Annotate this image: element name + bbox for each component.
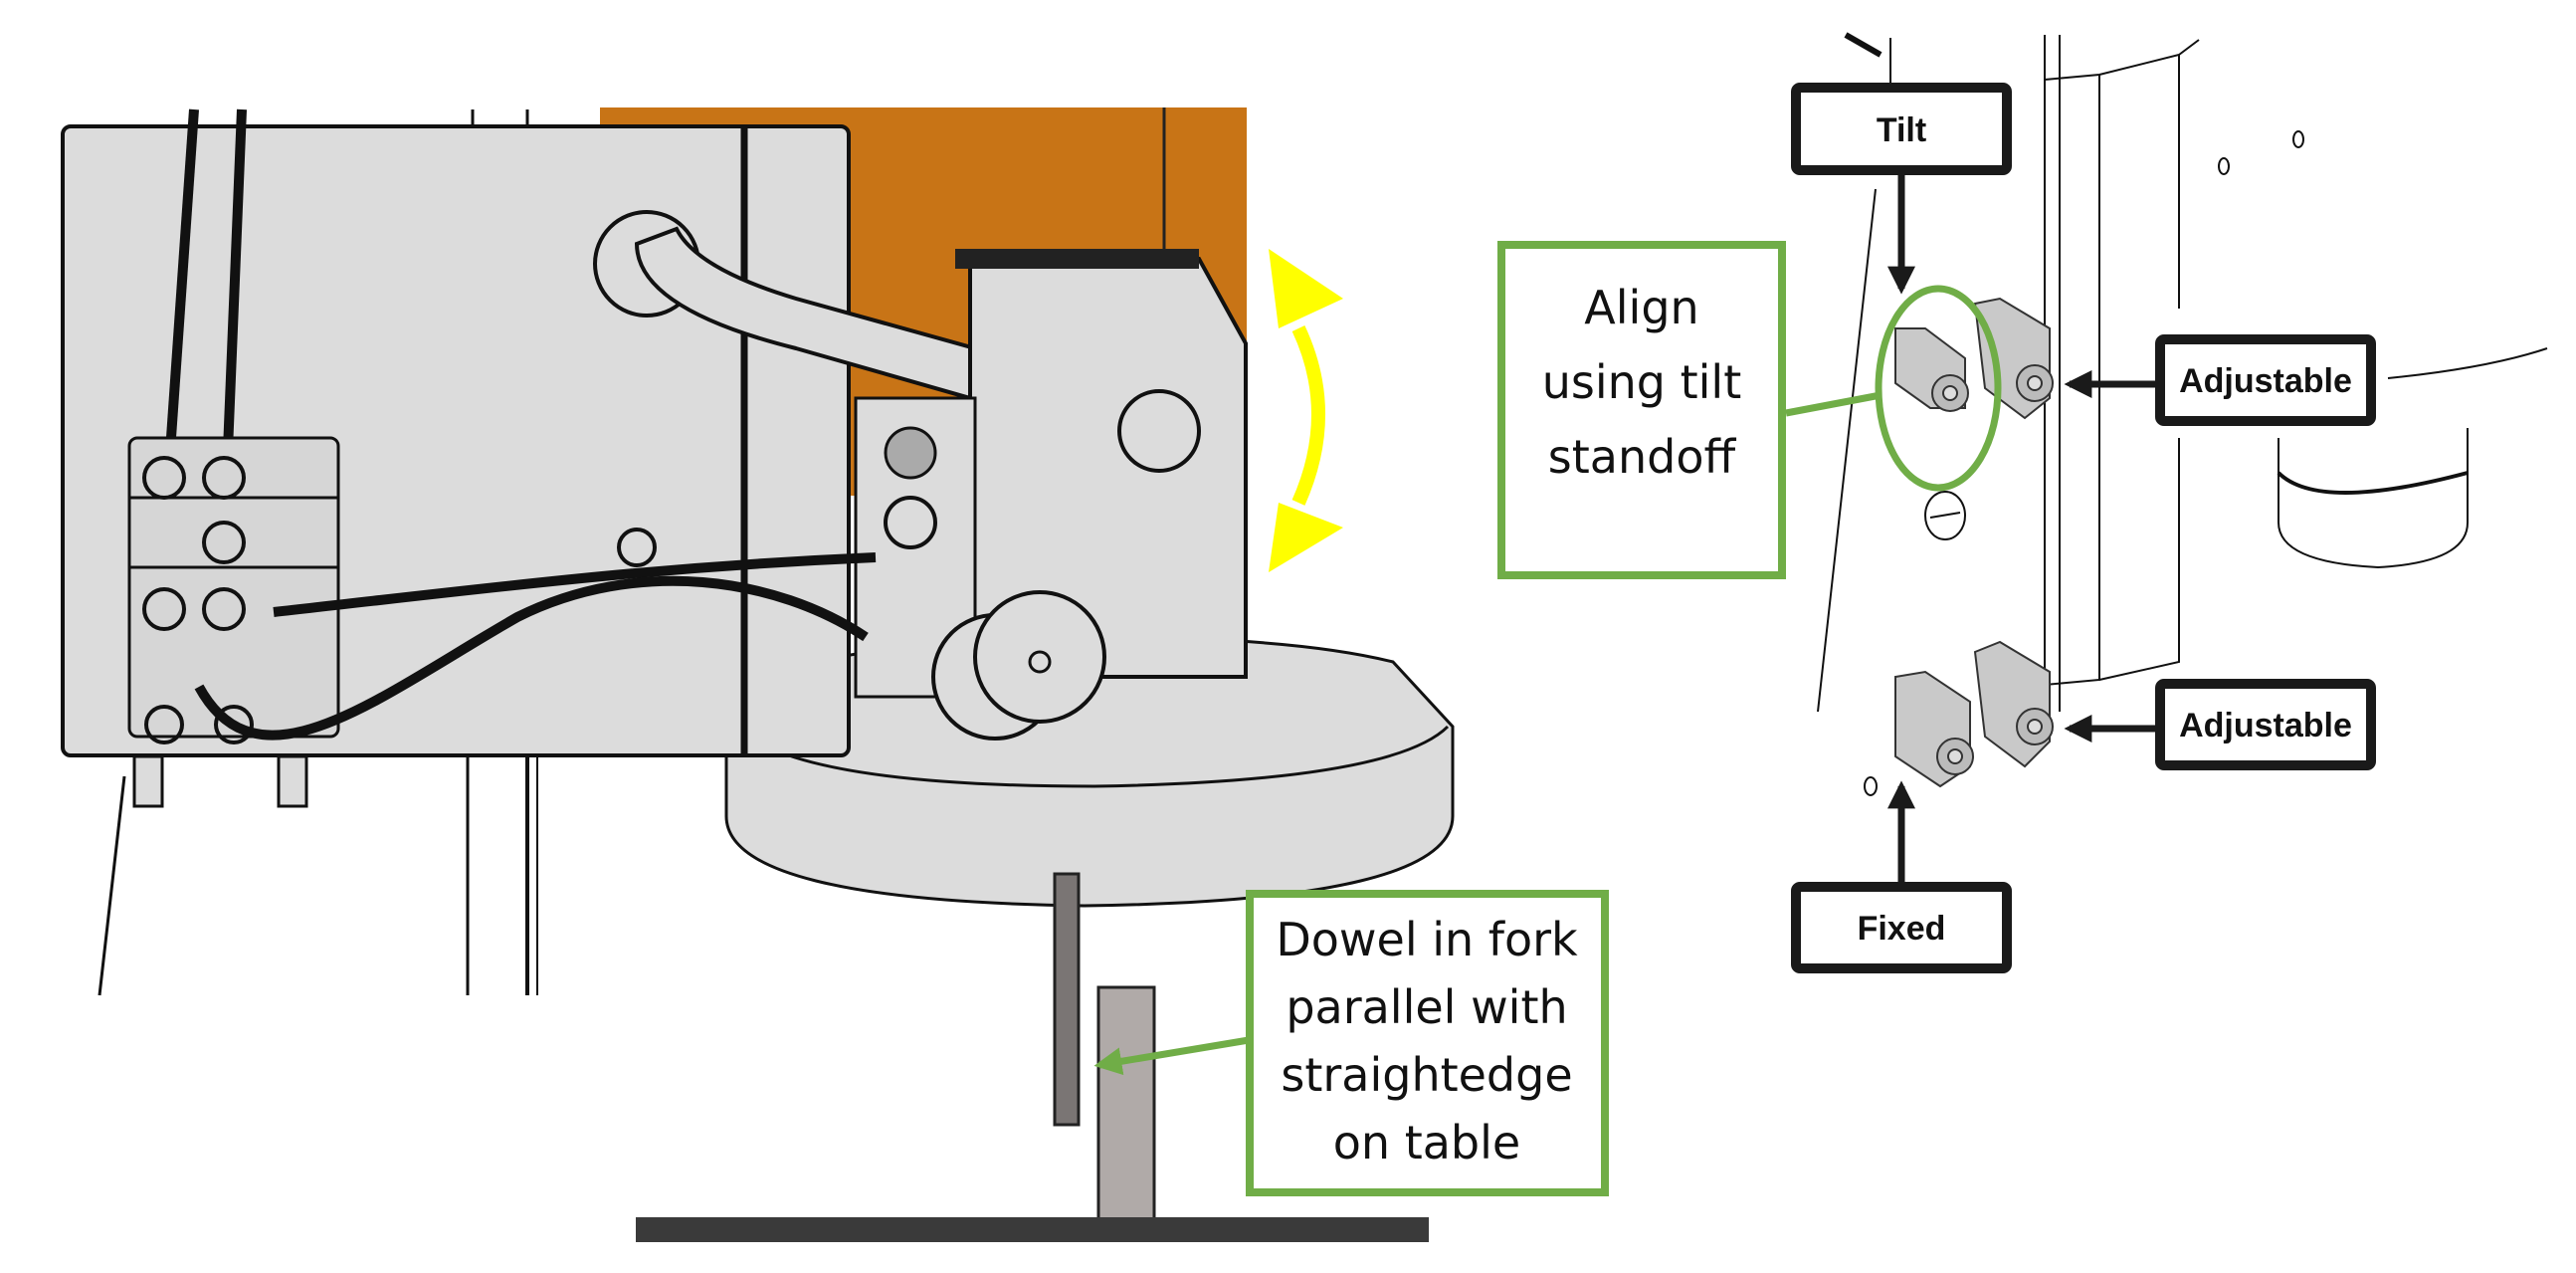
dowel-callout-line-3: straightedge bbox=[1281, 1048, 1572, 1102]
label-fixed: Fixed bbox=[1791, 882, 2012, 973]
align-callout: Align using tilt standoff bbox=[1497, 241, 1786, 579]
machine-illustration bbox=[61, 107, 1455, 996]
label-adjustable-bottom-text: Adjustable bbox=[2179, 707, 2352, 744]
align-callout-line-3: standoff bbox=[1548, 430, 1737, 484]
tilt-direction-arrow-icon bbox=[1269, 249, 1343, 572]
fixed-standoff bbox=[1894, 670, 1974, 788]
table bbox=[636, 1217, 1429, 1242]
label-fixed-text: Fixed bbox=[1858, 910, 1946, 948]
straightedge bbox=[1096, 985, 1156, 1221]
standoff-detail-illustration bbox=[1817, 32, 2548, 796]
dowel-callout-arrow bbox=[1093, 1036, 1250, 1076]
adjustable-standoff-top bbox=[1973, 297, 2054, 420]
label-tilt: Tilt bbox=[1791, 83, 2012, 175]
tilt-standoff bbox=[1894, 327, 1969, 412]
dowel-callout-line-2: parallel with bbox=[1286, 980, 1567, 1034]
align-callout-leader bbox=[1785, 391, 1882, 417]
label-tilt-text: Tilt bbox=[1877, 111, 1926, 149]
adjustable-standoff-bottom bbox=[1973, 640, 2054, 768]
dowel bbox=[1053, 872, 1081, 1127]
valve-manifold bbox=[127, 436, 340, 739]
label-adjustable-top-text: Adjustable bbox=[2179, 362, 2352, 400]
label-adjustable-bottom: Adjustable bbox=[2155, 679, 2376, 770]
align-callout-line-1: Align bbox=[1584, 281, 1698, 334]
tilt-standoff-highlight bbox=[1875, 285, 2002, 492]
align-callout-line-2: using tilt bbox=[1542, 355, 1742, 409]
dowel-callout: Dowel in fork parallel with straightedge… bbox=[1246, 890, 1609, 1196]
dowel-callout-line-1: Dowel in fork bbox=[1276, 913, 1578, 966]
dowel-callout-line-4: on table bbox=[1333, 1116, 1520, 1169]
label-adjustable-top: Adjustable bbox=[2155, 334, 2376, 426]
